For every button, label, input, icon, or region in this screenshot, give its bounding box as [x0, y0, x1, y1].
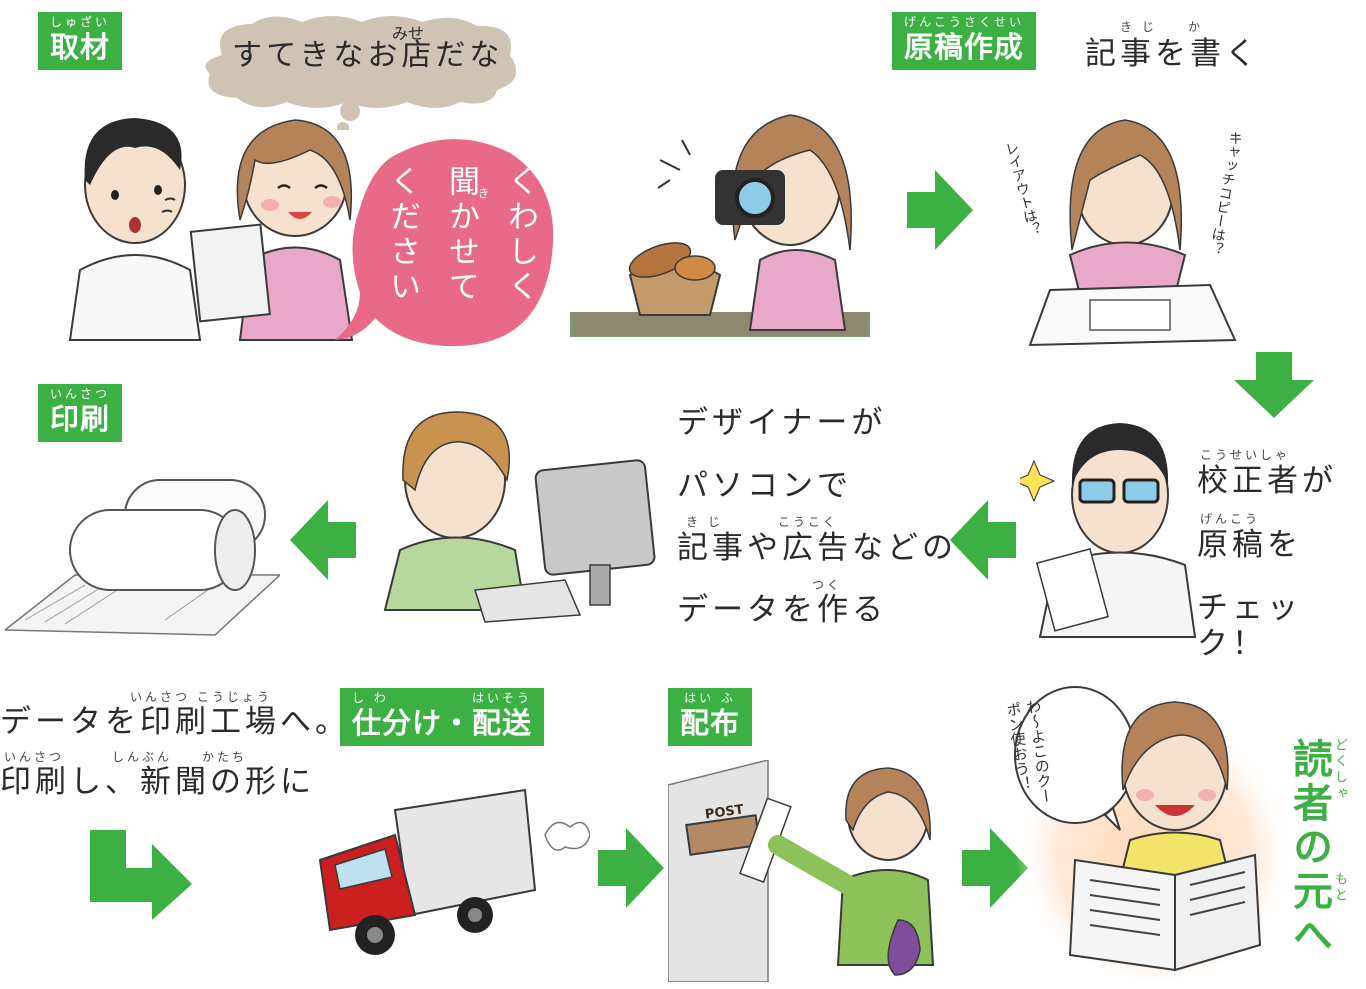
proof-line-3: チェック！ — [1197, 590, 1302, 662]
speech-line-2: 聞かせて — [443, 165, 479, 305]
label-text: 印刷 — [50, 402, 111, 436]
reader-ruby-2: もと — [1332, 872, 1347, 904]
photographer-illustration — [570, 114, 870, 337]
draft-ruby-1: き じ — [1120, 20, 1157, 34]
step-label-distribute: はい ふ 配布 — [668, 688, 753, 746]
label-ruby-b: はいそう — [472, 691, 533, 705]
thought-cloud — [205, 16, 517, 130]
label-text: 原稿作成 — [904, 30, 1025, 64]
print-ruby-2a: いんさつ — [4, 750, 65, 764]
arrow-right-icon — [907, 170, 973, 250]
label-text: 取材 — [50, 30, 111, 64]
label-ruby: はい ふ — [684, 691, 736, 705]
proofreader-illustration — [1020, 423, 1197, 638]
label-ruby: いんさつ — [50, 387, 111, 401]
print-ruby-1: いんさつ こうじょう — [130, 690, 272, 704]
print-line-1: データを印刷工場へ。 — [0, 704, 350, 740]
speech-line-3: ください — [384, 165, 420, 305]
label-ruby-a: し わ — [352, 691, 389, 705]
proof-ruby-1: こうせいしゃ — [1200, 448, 1291, 462]
design-line-2: パソコンで — [677, 468, 852, 504]
design-ruby-4: つく — [812, 578, 843, 592]
proof-ruby-2: げんこう — [1200, 512, 1261, 526]
speech-text: くわしく 聞かせて ください — [380, 165, 543, 305]
arrow-left-icon — [950, 500, 1016, 580]
reader-title: 読者の元へ — [1286, 738, 1332, 958]
truck-illustration — [318, 788, 590, 955]
proof-line-1: 校正者が — [1197, 463, 1337, 499]
draft-text: 記事を書く — [1085, 36, 1260, 72]
design-line-1: デザイナーが — [677, 405, 887, 441]
arrow-turn-right-icon — [90, 830, 192, 920]
print-ruby-2b: しんぶん — [112, 750, 173, 764]
paper-roll-illustration — [5, 479, 280, 636]
step-label-print: いんさつ 印刷 — [38, 384, 123, 442]
arrow-right-icon — [962, 828, 1028, 908]
step-label-delivery: し わ はいそう 仕分け・配送 — [340, 688, 545, 746]
print-line-2: 印刷し、新聞の形に — [0, 764, 315, 800]
reader-illustration — [1014, 686, 1295, 980]
proof-line-2: 原稿を — [1197, 527, 1302, 563]
label-text: 仕分け・配送 — [352, 706, 533, 740]
arrow-right-icon — [598, 828, 664, 908]
distribution-illustration — [668, 760, 935, 982]
speech-ruby: き — [478, 187, 489, 200]
print-ruby-2c: かたち — [202, 750, 248, 764]
arrow-left-icon — [290, 500, 356, 580]
label-text: 配布 — [680, 706, 741, 740]
label-ruby: しゅざい — [50, 15, 111, 29]
arrow-down-icon — [1234, 352, 1314, 418]
thought-text: すてきなお店だな — [232, 38, 504, 73]
interview-illustration — [68, 118, 354, 341]
design-ruby-3a: き じ — [686, 515, 723, 529]
reader-ruby-1: どくしゃ — [1332, 738, 1347, 802]
design-line-4: データを作る — [677, 592, 887, 628]
thought-ruby: みせ — [392, 24, 425, 43]
speech-bubble — [335, 139, 554, 347]
step-label-interview: しゅざい 取材 — [38, 12, 123, 70]
writer-illustration — [1028, 119, 1237, 347]
design-line-3: 記事や広告などの — [677, 530, 957, 566]
design-ruby-3b: こうこく — [778, 515, 839, 529]
designer-illustration — [383, 411, 656, 623]
label-ruby: し わ はいそう — [352, 690, 532, 706]
speech-line-1: くわしく — [502, 165, 538, 305]
draft-ruby-2: か — [1188, 20, 1204, 34]
label-ruby: げんこうさくせい — [904, 15, 1025, 29]
step-label-draft: げんこうさくせい 原稿作成 — [892, 12, 1037, 70]
